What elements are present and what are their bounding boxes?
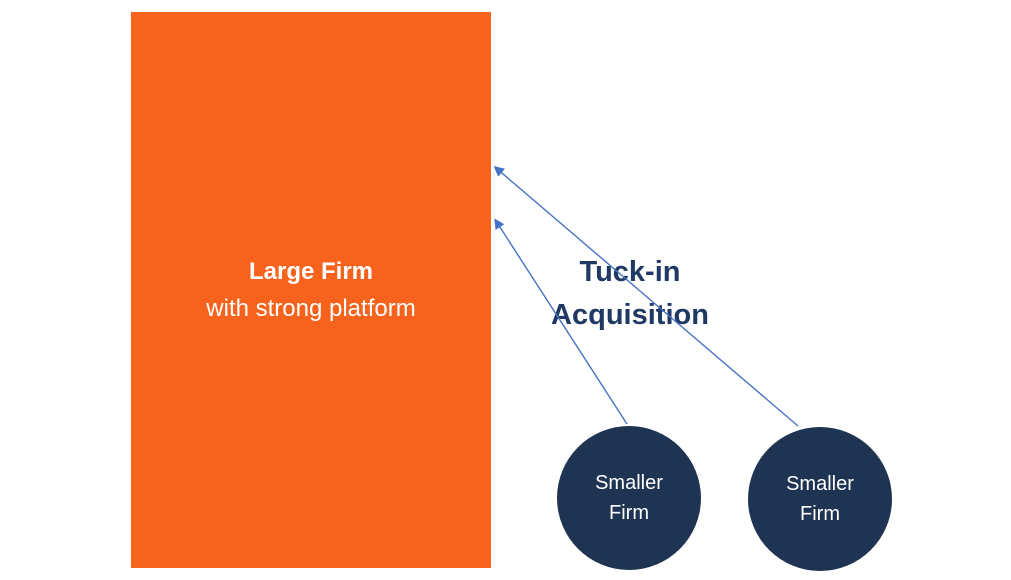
large-firm-shape: Large Firm with strong platform — [131, 12, 491, 568]
tuck-in-acquisition-line1: Tuck-in — [579, 256, 681, 288]
smaller-firm-circle-2: Smaller Firm — [748, 427, 892, 571]
smaller-firm-circle-1: Smaller Firm — [557, 426, 701, 570]
smaller-firm-2-label-line2: Firm — [800, 503, 840, 525]
large-firm-title: Large Firm — [248, 258, 374, 285]
smaller-firm-2-label-line1: Smaller — [786, 473, 854, 495]
tuck-in-acquisition-line2: Acquisition — [551, 299, 709, 331]
smaller-firm-1-label-line2: Firm — [609, 502, 649, 524]
tuck-in-acquisition-label: Tuck-in Acquisition — [450, 251, 810, 337]
smaller-firm-1-label-line1: Smaller — [595, 472, 663, 494]
large-firm-subtitle: with strong platform — [206, 295, 416, 322]
